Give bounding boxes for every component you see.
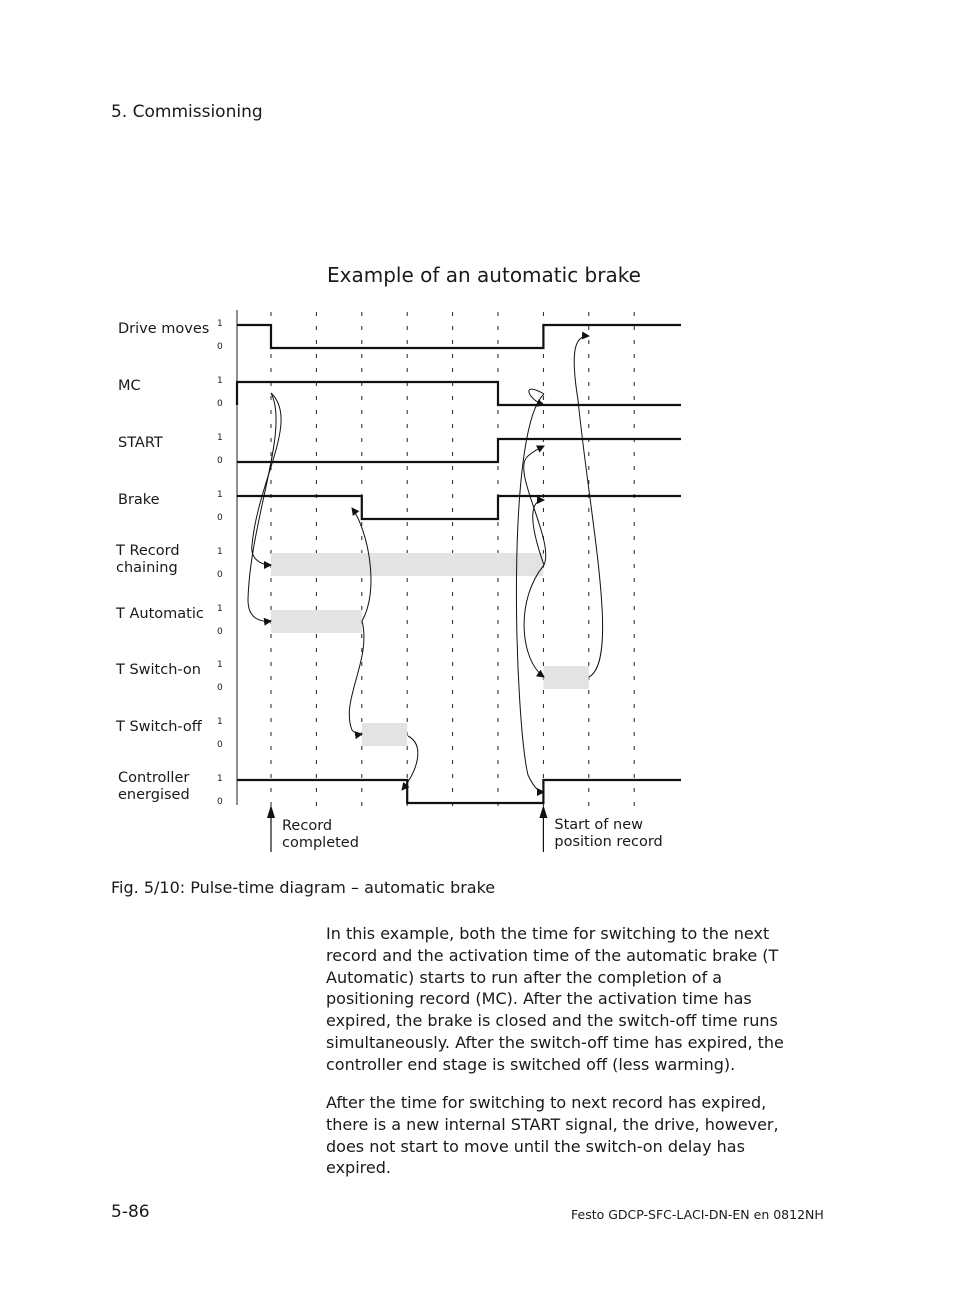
signal-label-4: Brake xyxy=(118,492,160,508)
level-low-label-6: 0 xyxy=(217,627,223,637)
signal-label-6: T Automatic xyxy=(116,606,204,622)
level-low-label-8: 0 xyxy=(217,740,223,750)
causal-arrow-9 xyxy=(523,564,545,678)
diagram-title: Example of an automatic brake xyxy=(327,263,641,287)
level-high-label-8: 1 xyxy=(217,717,223,727)
causal-arrow-3 xyxy=(351,507,372,622)
causal-arrow-7 xyxy=(523,445,547,566)
figure-caption: Fig. 5/10: Pulse-time diagram – automati… xyxy=(111,878,496,897)
page-number: 5-86 xyxy=(111,1202,150,1222)
causal-arrow-4 xyxy=(348,620,365,740)
level-high-label-9: 1 xyxy=(217,774,223,784)
signal-label-1: Drive moves xyxy=(118,321,210,337)
signal-label-8: T Switch-off xyxy=(116,719,202,735)
level-high-label-6: 1 xyxy=(217,604,223,614)
causal-arrow-6 xyxy=(528,388,545,407)
level-high-label-3: 1 xyxy=(217,433,223,443)
causal-arrow-8 xyxy=(532,496,545,566)
level-low-label-9: 0 xyxy=(217,797,223,807)
level-high-label-1: 1 xyxy=(217,319,223,329)
level-low-label-1: 0 xyxy=(217,342,223,352)
level-high-label-5: 1 xyxy=(217,547,223,557)
level-low-label-3: 0 xyxy=(217,456,223,466)
signal-trace-2 xyxy=(235,380,681,407)
signal-trace-3 xyxy=(237,437,681,464)
timer-bar-5 xyxy=(271,553,544,576)
event-marker-label-2: Start of new position record xyxy=(554,817,663,850)
level-low-label-5: 0 xyxy=(217,570,223,580)
level-high-label-2: 1 xyxy=(217,376,223,386)
causal-arrow-5 xyxy=(401,735,419,791)
pulse-time-diagram xyxy=(235,310,681,852)
causal-arrow-10 xyxy=(515,393,545,796)
level-low-label-2: 0 xyxy=(217,399,223,409)
signal-trace-9 xyxy=(237,778,681,805)
causal-arrow-2 xyxy=(247,392,277,626)
timer-bar-6 xyxy=(271,610,362,633)
signal-label-7: T Switch-on xyxy=(116,662,201,678)
signal-label-5: T Record chaining xyxy=(116,543,180,576)
event-marker-arrowhead-1 xyxy=(267,805,275,818)
timer-bar-8 xyxy=(361,723,408,746)
level-high-label-4: 1 xyxy=(217,490,223,500)
causal-arrow-11 xyxy=(573,331,604,678)
level-low-label-4: 0 xyxy=(217,513,223,523)
level-high-label-7: 1 xyxy=(217,660,223,670)
event-marker-label-1: Record completed xyxy=(282,818,359,851)
signal-label-9: Controller energised xyxy=(118,770,190,803)
paragraph-1: In this example, both the time for switc… xyxy=(326,924,784,1074)
signal-label-3: START xyxy=(118,435,163,451)
paragraph-2: After the time for switching to next rec… xyxy=(326,1093,779,1178)
signal-trace-4 xyxy=(237,494,681,521)
level-low-label-7: 0 xyxy=(217,683,223,693)
event-marker-arrowhead-2 xyxy=(539,805,548,818)
section-header: 5. Commissioning xyxy=(111,102,263,122)
causal-arrow-1 xyxy=(251,392,282,569)
signal-label-2: MC xyxy=(118,378,141,394)
document-reference: Festo GDCP-SFC-LACI-DN-EN en 0812NH xyxy=(571,1207,824,1222)
timer-bar-7 xyxy=(543,666,589,689)
signal-trace-1 xyxy=(237,323,681,350)
